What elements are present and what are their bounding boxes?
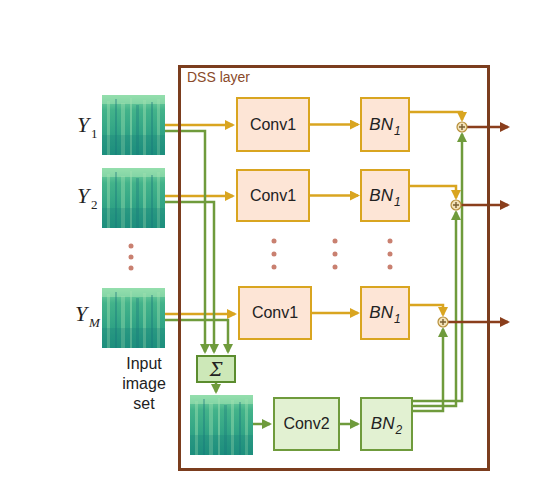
dot (388, 252, 393, 257)
dot (333, 265, 338, 270)
input-symbol: Y (77, 112, 89, 138)
wires (165, 112, 508, 424)
dot (129, 266, 134, 271)
wire (410, 305, 443, 315)
adder-symbol (440, 319, 446, 325)
ellipsis-dots (129, 239, 393, 271)
dot (333, 239, 338, 244)
spectrogram-image (102, 288, 165, 348)
conv-box: Conv2 (273, 397, 340, 451)
box-label: Conv1 (250, 116, 296, 134)
connector-arrow (340, 423, 358, 426)
subscript: 1 (91, 126, 98, 142)
box-label: BN (371, 414, 395, 434)
dot (388, 239, 393, 244)
box-label: Σ (210, 359, 223, 380)
adder-symbol (457, 122, 467, 132)
conv-box: Conv1 (236, 97, 310, 152)
subscript: M (89, 315, 100, 331)
dot (272, 252, 277, 257)
wire (410, 186, 456, 198)
dot (272, 265, 277, 270)
dot (129, 255, 134, 260)
output-arrow (448, 321, 508, 324)
wire (253, 423, 270, 426)
wire (413, 212, 456, 406)
dot (388, 265, 393, 270)
dot (129, 244, 134, 249)
adders (438, 122, 467, 327)
box-label: BN (369, 186, 393, 206)
connector-arrow (312, 312, 358, 315)
dot (272, 239, 277, 244)
batchnorm-box: BN1 (360, 169, 410, 222)
input-symbol: Y (77, 183, 89, 209)
wire (165, 202, 214, 352)
connector-arrow (310, 194, 358, 197)
dss-layer-box: DSS layerConv1BN1Conv1BN1Conv1BN1ΣConv2B… (178, 65, 490, 471)
spectrogram-image (190, 395, 253, 455)
adder-symbol (438, 317, 448, 327)
output-arrow (461, 204, 508, 207)
dot (333, 252, 338, 257)
adder-symbol (451, 200, 461, 210)
conv-box: Conv1 (236, 169, 310, 222)
spectrogram-image (102, 95, 165, 155)
connector-arrow (310, 123, 358, 126)
layer-title: DSS layer (187, 69, 250, 85)
wire (165, 313, 235, 316)
adder-symbol (453, 202, 459, 208)
sum-box: Σ (196, 355, 236, 383)
box-label: Conv2 (283, 415, 329, 433)
adder-symbol (459, 124, 465, 130)
subscript: 2 (395, 423, 402, 437)
box-label: Conv1 (250, 187, 296, 205)
wire (413, 329, 443, 411)
spectrogram-image (102, 168, 165, 228)
wire (165, 195, 233, 198)
box-label: BN (369, 303, 393, 323)
subscript: 1 (394, 312, 401, 326)
subscript: 1 (394, 124, 401, 138)
subscript: 2 (91, 197, 98, 213)
batchnorm-box: BN2 (360, 397, 413, 451)
box-label: BN (369, 115, 393, 135)
wire (413, 134, 462, 401)
wire (410, 112, 462, 120)
batchnorm-box: BN1 (360, 97, 410, 152)
caption-label: Input image set (114, 354, 174, 414)
subscript: 1 (394, 195, 401, 209)
input-symbol: Y (75, 301, 87, 327)
batchnorm-box: BN1 (360, 286, 410, 340)
wire (215, 383, 218, 392)
conv-box: Conv1 (238, 286, 312, 340)
wire (165, 320, 228, 352)
wire (165, 124, 233, 127)
box-label: Conv1 (252, 304, 298, 322)
